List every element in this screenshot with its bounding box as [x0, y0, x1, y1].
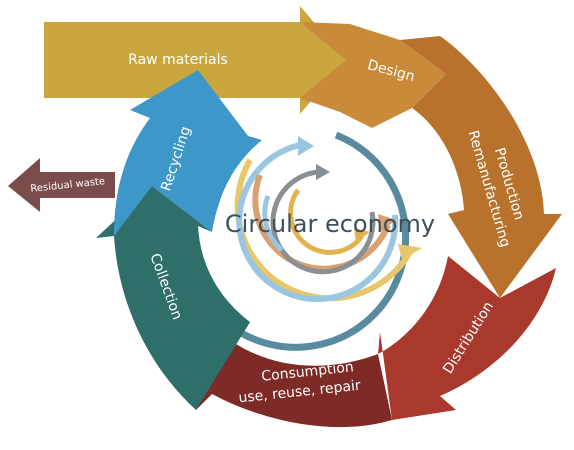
recycling-arrow: [114, 70, 262, 236]
swirl-arrowhead-3: [298, 136, 314, 156]
center-title: Circular economy: [225, 210, 435, 238]
raw-materials-arrow: [44, 6, 346, 114]
label-raw-materials: Raw materials: [128, 52, 228, 68]
production-arrow: [400, 36, 562, 298]
distribution-arrow: [378, 256, 556, 420]
swirl-ring-inner: [288, 188, 365, 255]
swirl-arrowhead-5: [316, 164, 330, 180]
residual-waste-arrow: [8, 158, 115, 212]
swirl-arrowhead-inner: [354, 228, 370, 242]
swirl-arrowhead-2: [398, 244, 422, 260]
swirl-ring-left: [262, 195, 284, 252]
swirl-ring-2: [234, 158, 413, 302]
design-arrow: [300, 22, 446, 128]
swirl-ring-5: [270, 169, 376, 275]
swirl-arrowhead-4: [378, 214, 396, 232]
collection-arrow: [96, 186, 250, 410]
swirl-ring-3: [236, 142, 399, 303]
